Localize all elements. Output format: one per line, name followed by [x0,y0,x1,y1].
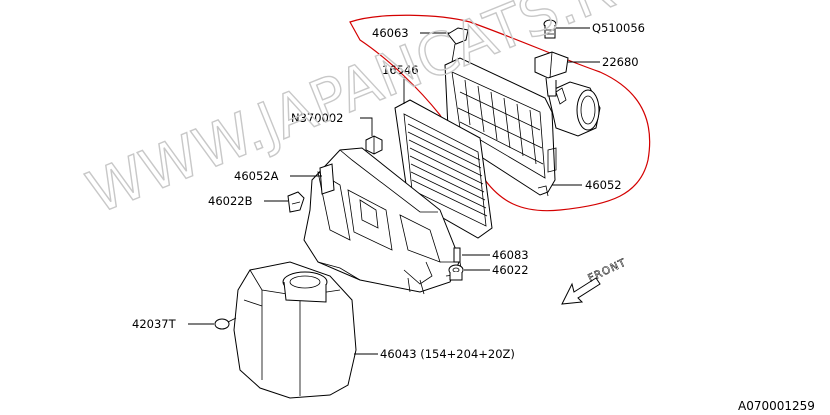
lower-case-46052a [303,147,463,295]
bolt-q510056 [543,19,557,39]
nut-n370002 [365,135,383,155]
label-16546: 16546 [382,63,419,77]
label-46052: 46052 [585,178,622,192]
label-46022b: 46022B [208,194,253,208]
label-q510056: Q510056 [592,21,645,35]
clip-46063 [447,27,469,63]
grommet-46022 [448,264,464,281]
front-label: FRONT [586,257,628,285]
label-46043: 46043 (154+204+20Z) [380,347,515,361]
label-46052a: 46052A [234,169,279,183]
label-n370002: N370002 [291,111,344,125]
clip-42037t [214,317,237,330]
label-46063: 46063 [372,26,409,40]
leader-lines [188,27,600,355]
label-46022: 46022 [492,263,529,277]
pin-46083 [453,247,461,263]
label-42037t: 42037T [132,317,177,331]
label-46083: 46083 [492,248,529,262]
grommet-46022b [287,191,305,213]
diagram-reference-code: A070001259 [738,399,815,413]
front-direction-arrow: FRONT [561,256,629,305]
resonator-46043 [233,261,357,399]
label-22680: 22680 [602,55,639,69]
outlet-duct [547,81,601,137]
sensor-22680 [534,51,569,97]
